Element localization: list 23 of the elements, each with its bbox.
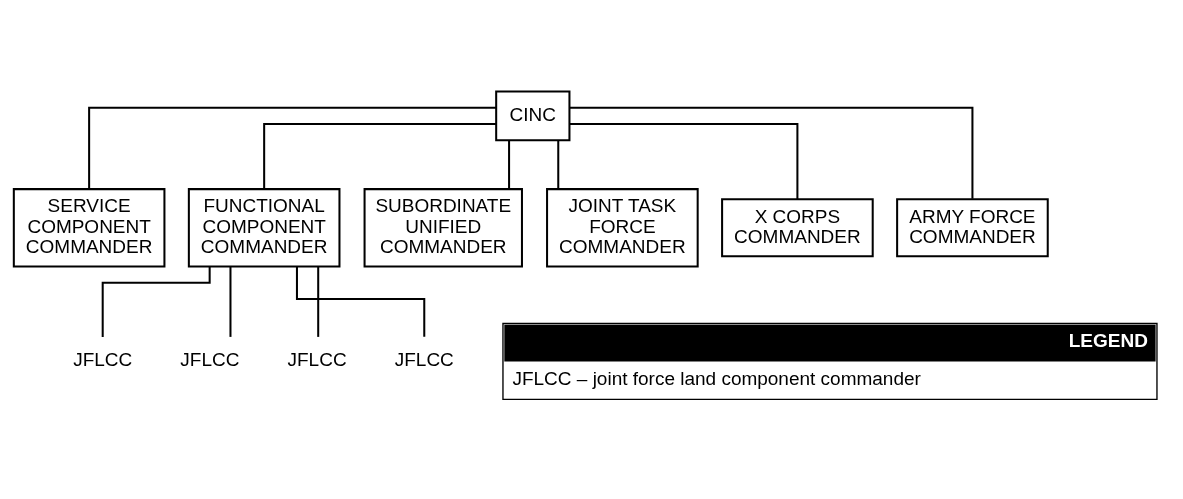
node-box: SUBORDINATE UNIFIED COMMANDER	[363, 188, 523, 268]
connector	[557, 140, 560, 189]
connector	[263, 122, 496, 189]
connector	[569, 106, 974, 199]
label: JFLCC – joint force land component commander	[512, 367, 921, 389]
connector	[229, 266, 232, 337]
node-box: SERVICE COMPONENT COMMANDER	[12, 188, 166, 268]
node-text: JFLCC	[73, 349, 133, 371]
node-box: CINC	[495, 90, 571, 142]
connector	[569, 122, 799, 199]
connector	[317, 266, 320, 337]
node-text: JFLCC	[180, 349, 240, 371]
connector	[88, 106, 497, 189]
label: LEGEND	[1068, 329, 1148, 351]
connector	[295, 266, 426, 337]
node-text: JFLCC	[394, 349, 454, 371]
node-box: X CORPS COMMANDER	[721, 198, 874, 258]
node-box: ARMY FORCE COMMANDER	[896, 198, 1049, 258]
connector	[101, 266, 211, 337]
node-text: JFLCC	[287, 349, 347, 371]
connector	[508, 140, 511, 189]
node-box: JOINT TASK FORCE COMMANDER	[546, 188, 699, 268]
node-box: FUNCTIONAL COMPONENT COMMANDER	[187, 188, 341, 268]
